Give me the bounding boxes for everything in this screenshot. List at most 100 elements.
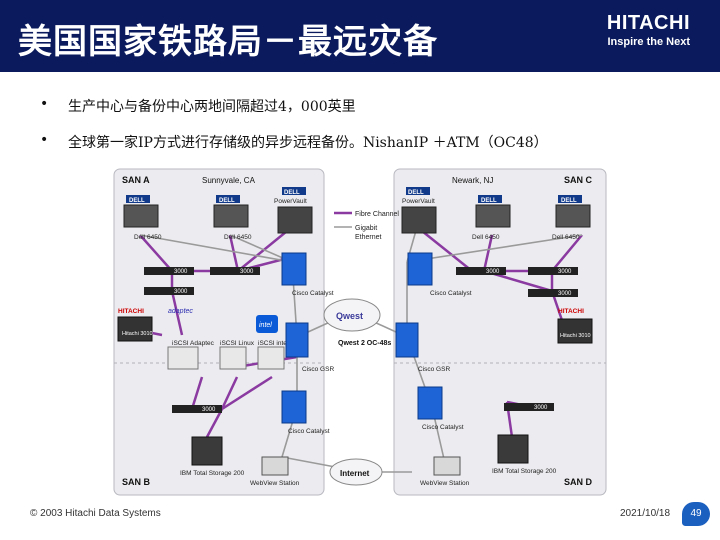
- cisco-switch-icon: [281, 252, 307, 286]
- san-c-label: SAN C: [564, 175, 593, 185]
- server-icon: [123, 204, 159, 228]
- adaptec-logo: adaptec: [168, 308, 193, 315]
- storage-label: IBM Total Storage 200: [492, 468, 557, 475]
- bullet-dot-icon: •: [40, 96, 49, 112]
- storage-label: Hitachi 3010: [122, 331, 153, 337]
- switch-label: 3000: [534, 405, 548, 411]
- dell-badge: [406, 187, 430, 195]
- cisco-catalyst-b: Cisco Catalyst: [281, 390, 330, 435]
- switch-label: 3000: [202, 407, 216, 413]
- cisco-label: Cisco GSR: [302, 366, 334, 373]
- server-icon: [555, 204, 591, 228]
- bullet-dot-icon: •: [40, 132, 49, 148]
- logo-tagline: Inspire the Next: [607, 36, 690, 48]
- switch-east-2: 3000: [528, 267, 578, 275]
- qwest-logo: Qwest: [336, 311, 363, 321]
- workstation-icon: [433, 456, 461, 476]
- switch-west-3: 3000: [144, 287, 194, 295]
- switch-label: 3000: [558, 291, 572, 297]
- storage-label: PowerVault: [274, 198, 307, 205]
- fibre-link: [139, 234, 173, 272]
- fibre-link: [220, 376, 239, 410]
- fibre-link: [190, 376, 204, 410]
- fibre-link: [551, 234, 583, 272]
- switch-icon: [172, 405, 222, 413]
- storage-icon: [497, 434, 529, 464]
- server-label: Dell 6450: [134, 234, 162, 241]
- host-label: iSCSI Adaptec: [172, 340, 215, 347]
- iscsi-host-intel: intel iSCSI intel: [256, 315, 289, 370]
- switch-label: 3000: [558, 269, 572, 275]
- hitachi-logo-text: HITACHI: [558, 308, 584, 315]
- host-icon: [257, 346, 285, 370]
- san-b-label: SAN B: [122, 477, 151, 487]
- switch-label: 3000: [240, 269, 254, 275]
- legend-gigabit-label: Ethernet: [355, 234, 382, 241]
- storage-icon: [191, 436, 223, 466]
- legend-fibre-label: Fibre Channel: [355, 211, 399, 218]
- dell-badge-text: DELL: [284, 190, 300, 196]
- cisco-catalyst-a: Cisco Catalyst: [281, 252, 334, 297]
- workstation-label: WebView Station: [250, 480, 300, 487]
- internet-label: Internet: [340, 469, 370, 478]
- switch-west-1: 3000: [144, 267, 194, 275]
- dell-badge-text: DELL: [129, 198, 145, 204]
- internet-cloud: Internet: [329, 458, 383, 486]
- intel-logo-icon: [256, 315, 278, 333]
- legend-gigabit-label: Gigabit: [355, 225, 377, 232]
- fibre-link: [237, 226, 293, 272]
- intel-logo: intel: [259, 322, 272, 329]
- switch-lower-east: 3000: [504, 403, 554, 411]
- bullet-text: 全球第一家IP方式进行存储级的异步远程备份。NishanIP ＋ATM（OC48…: [68, 135, 548, 151]
- cloud-icon: [323, 298, 381, 332]
- dell-badge-text: DELL: [408, 190, 424, 196]
- fibre-link: [170, 290, 184, 336]
- cisco-switch-icon: [281, 390, 307, 424]
- server-dell-east-2: DELL Dell 6450: [552, 195, 591, 241]
- ethernet-link: [139, 234, 293, 263]
- cisco-label: Cisco Catalyst: [292, 290, 334, 297]
- dell-badge-text: DELL: [561, 198, 577, 204]
- host-label: iSCSI Linux: [220, 340, 255, 347]
- server-dell-east-1: DELL Dell 6450: [472, 195, 511, 241]
- switch-label: 3000: [486, 269, 500, 275]
- san-c-location: Newark, NJ: [452, 176, 493, 185]
- webview-station-west: WebView Station: [250, 456, 300, 487]
- iscsi-host-adaptec: adaptec iSCSI Adaptec: [167, 308, 215, 370]
- san-a-label: SAN A: [122, 175, 150, 185]
- dell-badge: [282, 187, 306, 195]
- server-label: Dell 6450: [224, 234, 252, 241]
- cisco-gsr-west: Cisco GSR: [285, 322, 334, 373]
- cisco-label: Cisco GSR: [418, 366, 450, 373]
- host-icon: [167, 346, 199, 370]
- switch-lower-west: 3000: [172, 405, 222, 413]
- logo-brand: HITACHI: [606, 12, 690, 34]
- hitachi-storage-west: HITACHI Hitachi 3010: [117, 308, 153, 342]
- hitachi-logo: HITACHI Inspire the Next: [607, 12, 690, 48]
- storage-powervault-east: DELL PowerVault: [401, 187, 437, 234]
- iscsi-host-linux: iSCSI Linux: [219, 340, 255, 370]
- server-icon: [475, 204, 511, 228]
- switch-icon: [210, 267, 260, 275]
- switch-label: 3000: [174, 289, 188, 295]
- storage-label: IBM Total Storage 200: [180, 470, 245, 477]
- fibre-link: [221, 375, 273, 411]
- switch-icon: [144, 267, 194, 275]
- qwest-oc-label: Qwest 2 OC-48s: [338, 340, 391, 347]
- fibre-link: [205, 408, 224, 438]
- server-dell-west-1: DELL Dell 6450: [123, 195, 162, 241]
- fibre-link: [228, 234, 240, 272]
- dell-badge: [216, 195, 240, 203]
- server-label: Dell 6450: [552, 234, 580, 241]
- storage-icon: [401, 206, 437, 234]
- storage-powervault-west: DELL PowerVault: [274, 187, 313, 234]
- switch-icon: [528, 289, 578, 297]
- dell-badge: [558, 195, 582, 203]
- site-panel-west: [113, 168, 325, 496]
- fibre-link: [482, 234, 494, 272]
- cisco-catalyst-c: Cisco Catalyst: [407, 252, 472, 297]
- server-label: Dell 6450: [472, 234, 500, 241]
- workstation-label: WebView Station: [420, 480, 470, 487]
- switch-icon: [144, 287, 194, 295]
- footer-date: 2021/10/18: [620, 508, 671, 519]
